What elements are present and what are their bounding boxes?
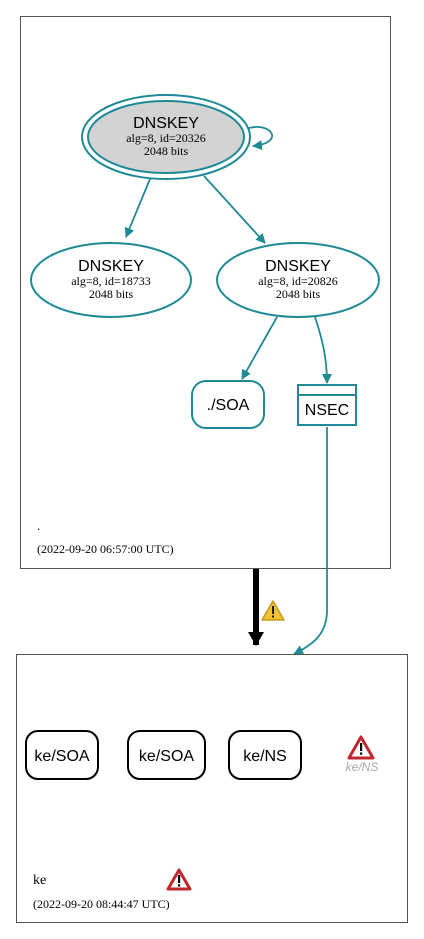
ke-soa-1-label: ke/SOA (34, 748, 89, 765)
root-zone-name: . (37, 518, 40, 533)
ksk-alg: alg=8, id=20326 (126, 131, 206, 145)
ke-soa-node-2[interactable]: ke/SOA (127, 730, 206, 780)
ksk-self-loop-edge (248, 126, 273, 151)
error-triangle-icon (347, 735, 375, 760)
zsk2-alg: alg=8, id=20826 (258, 274, 338, 288)
zsk2-title: DNSKEY (265, 258, 331, 275)
zsk2-to-nsec-edge (314, 316, 332, 384)
ksk-bits: 2048 bits (144, 144, 189, 158)
ksk-to-zsk1-edge (124, 178, 151, 238)
zsk1-title: DNSKEY (78, 258, 144, 275)
nsec-node[interactable]: NSEC (297, 384, 357, 426)
warning-triangle-icon[interactable] (261, 600, 285, 621)
ke-ns-node[interactable]: ke/NS (228, 730, 302, 780)
dnskey-zsk1-node[interactable]: DNSKEY alg=8, id=18733 2048 bits (30, 242, 192, 318)
zsk1-alg: alg=8, id=18733 (71, 274, 151, 288)
dnskey-ksk-node[interactable]: DNSKEY alg=8, id=20326 2048 bits (81, 94, 251, 180)
zone-error-triangle-icon[interactable] (166, 868, 192, 891)
root-zone-timestamp: (2022-09-20 06:57:00 UTC) (37, 542, 174, 556)
zsk1-bits: 2048 bits (89, 287, 134, 301)
ke-soa-node-1[interactable]: ke/SOA (25, 730, 99, 780)
ke-ns-label: ke/NS (243, 748, 287, 765)
nsec-label: NSEC (305, 402, 349, 419)
ksk-to-zsk2-edge (203, 175, 266, 244)
root-soa-node[interactable]: ./SOA (191, 380, 265, 429)
ke-zone-timestamp: (2022-09-20 08:44:47 UTC) (33, 897, 170, 911)
ke-zone-name: ke (33, 873, 46, 888)
ke-ns-error-node[interactable]: ke/NS (346, 735, 379, 774)
nsec-to-ke-edge (293, 427, 328, 655)
zsk2-bits: 2048 bits (276, 287, 321, 301)
ksk-title: DNSKEY (133, 115, 199, 132)
zsk2-to-soa-edge (241, 316, 278, 380)
ke-soa-2-label: ke/SOA (139, 748, 194, 765)
dnskey-zsk2-node[interactable]: DNSKEY alg=8, id=20826 2048 bits (216, 242, 380, 318)
ke-ns-ghost-label: ke/NS (346, 760, 379, 774)
root-soa-label: ./SOA (207, 397, 250, 414)
ke-zone-box (16, 654, 408, 923)
